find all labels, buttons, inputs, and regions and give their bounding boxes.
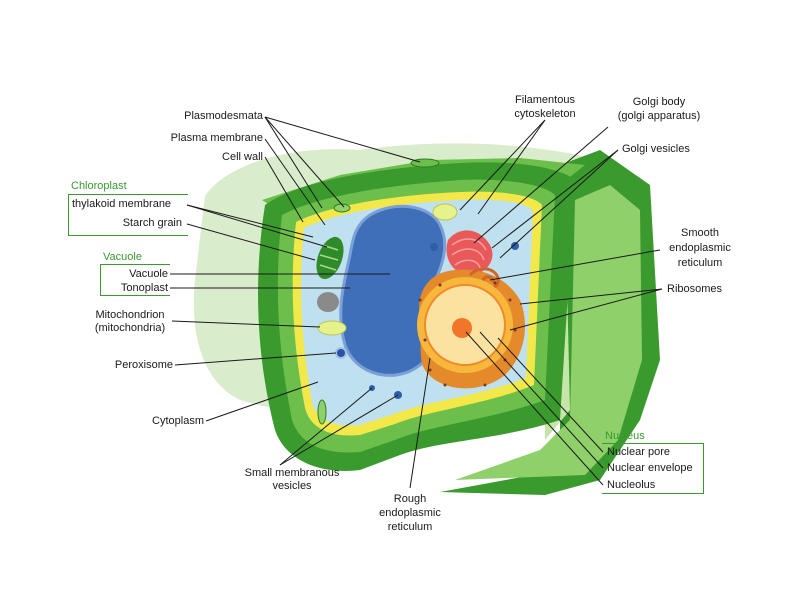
label-cytoskeleton-line1: Filamentous (515, 94, 575, 106)
label-plasma-membrane: Plasma membrane (170, 132, 263, 144)
label-starch-grain: Starch grain (122, 217, 182, 229)
chloroplast-top-shape (432, 203, 458, 221)
mitochondrion-shape (317, 320, 347, 336)
label-golgi-vesicles: Golgi vesicles (622, 143, 690, 155)
label-mitochondrion-line2: (mitochondria) (94, 322, 166, 334)
tonoplast-outline (339, 204, 447, 377)
label-rer-line2: endoplasmic (379, 507, 441, 519)
label-ser-line3: reticulum (677, 257, 723, 269)
group-box-chloroplast (68, 194, 188, 236)
vesicle-dot (430, 243, 438, 251)
vesicle-dot (511, 242, 519, 250)
label-vesicles-line2: vesicles (272, 480, 312, 492)
label-plasmodesmata: Plasmodesmata (184, 110, 263, 122)
peroxisome-shape (335, 347, 347, 359)
group-box-nucleus (602, 443, 704, 494)
label-golgi-line1: Golgi body (632, 96, 686, 108)
plasmodesma-shape (317, 399, 327, 425)
label-nuclear-pore: Nuclear pore (607, 446, 670, 458)
label-cytoplasm: Cytoplasm (152, 415, 204, 427)
label-rer-line1: Rough (393, 493, 427, 505)
leader-lines (170, 116, 663, 489)
label-golgi-line2: (golgi apparatus) (617, 110, 701, 122)
group-box-vacuole (100, 264, 170, 296)
golgi-stacks (451, 238, 487, 269)
label-nucleolus: Nucleolus (607, 479, 656, 491)
group-title-chloroplast: Chloroplast (71, 180, 127, 192)
label-thylakoid-membrane: thylakoid membrane (72, 198, 172, 210)
label-nuclear-envelope: Nuclear envelope (607, 462, 693, 474)
label-vacuole: Vacuole (129, 268, 168, 280)
label-ser-line1: Smooth (681, 227, 719, 239)
label-ser-line2: endoplasmic (669, 242, 731, 254)
starch-grain-shape (317, 292, 339, 312)
label-vesicles-line1: Small membranous (244, 467, 340, 479)
label-mitochondrion-line1: Mitochondrion (95, 309, 165, 321)
label-peroxisome: Peroxisome (114, 359, 173, 371)
label-cytoskeleton-line2: cytoskeleton (514, 108, 576, 120)
group-title-vacuole: Vacuole (103, 251, 142, 263)
label-tonoplast: Tonoplast (120, 282, 168, 294)
label-rer-line3: reticulum (387, 521, 433, 533)
label-cell-wall: Cell wall (222, 151, 263, 163)
group-title-nucleus: Nucleus (605, 430, 645, 442)
label-ribosomes: Ribosomes (667, 283, 723, 295)
cell-wall-side-face (455, 185, 642, 480)
